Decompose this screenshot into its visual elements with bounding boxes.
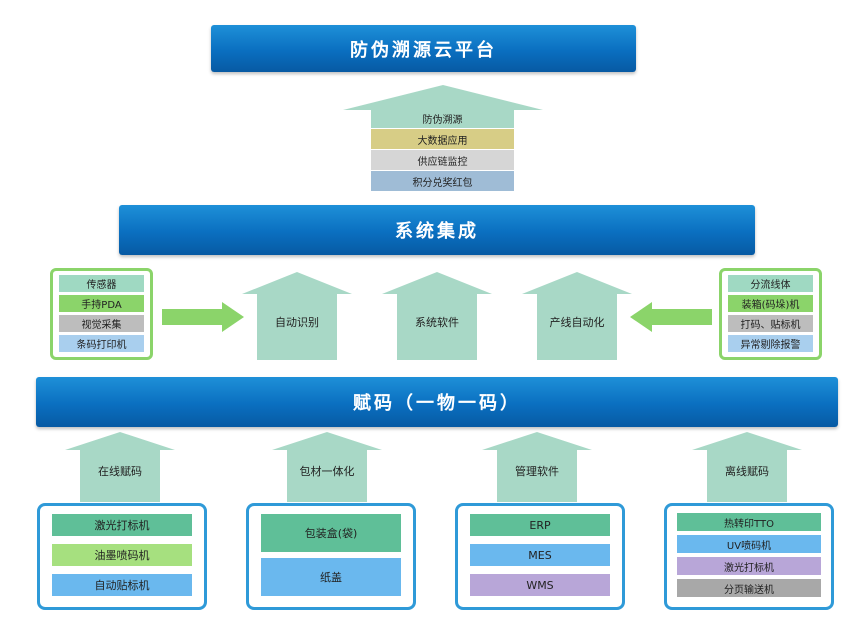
device-item: 油墨喷码机 bbox=[52, 544, 192, 566]
device-item: ERP bbox=[470, 514, 610, 536]
left-arrow-icon bbox=[630, 302, 712, 332]
device-item: 分页输送机 bbox=[677, 579, 821, 597]
stack-item-points: 积分兑奖红包 bbox=[371, 171, 514, 191]
cloud-platform-bar: 防伪溯源云平台 bbox=[211, 25, 636, 72]
coding-title: 赋码（一物一码） bbox=[353, 393, 521, 414]
right-item-packing: 装箱(码垛)机 bbox=[728, 295, 813, 312]
right-arrow-icon bbox=[162, 302, 244, 332]
system-integration-title: 系统集成 bbox=[395, 221, 479, 242]
device-item: 激光打标机 bbox=[52, 514, 192, 536]
middle-arrow-label: 自动识别 bbox=[275, 316, 319, 329]
bottom-arrow-offline: 离线赋码 bbox=[692, 432, 802, 502]
right-item-sorting: 分流线体 bbox=[728, 275, 813, 292]
middle-arrow-software: 系统软件 bbox=[382, 272, 492, 360]
online-coding-box: 激光打标机 油墨喷码机 自动贴标机 bbox=[37, 503, 207, 610]
coding-bar: 赋码（一物一码） bbox=[36, 377, 838, 427]
top-stack: 防伪溯源 大数据应用 供应链监控 积分兑奖红包 bbox=[371, 108, 514, 191]
right-item-reject: 异常剔除报警 bbox=[728, 335, 813, 352]
left-item-vision: 视觉采集 bbox=[59, 315, 144, 332]
device-item: UV喷码机 bbox=[677, 535, 821, 553]
left-item-sensor: 传感器 bbox=[59, 275, 144, 292]
device-item: WMS bbox=[470, 574, 610, 596]
middle-arrow-automation: 产线自动化 bbox=[522, 272, 632, 360]
middle-arrow-auto-id: 自动识别 bbox=[242, 272, 352, 360]
left-device-box: 传感器 手持PDA 视觉采集 条码打印机 bbox=[50, 268, 153, 360]
device-item: 激光打标机 bbox=[677, 557, 821, 575]
left-item-pda: 手持PDA bbox=[59, 295, 144, 312]
bottom-arrow-software: 管理软件 bbox=[482, 432, 592, 502]
top-up-arrow bbox=[343, 85, 543, 110]
bottom-arrow-label: 管理软件 bbox=[515, 465, 559, 478]
middle-arrow-label: 系统软件 bbox=[415, 316, 459, 329]
bottom-arrow-packaging: 包材一体化 bbox=[272, 432, 382, 502]
device-item: 纸盖 bbox=[261, 558, 401, 596]
stack-item-supply-chain: 供应链监控 bbox=[371, 150, 514, 170]
stack-item-anti-fake: 防伪溯源 bbox=[371, 108, 514, 128]
bottom-arrow-label: 包材一体化 bbox=[299, 465, 355, 478]
bottom-arrow-label: 在线赋码 bbox=[98, 465, 142, 478]
packaging-box: 包装盒(袋) 纸盖 bbox=[246, 503, 416, 610]
management-software-box: ERP MES WMS bbox=[455, 503, 625, 610]
stack-item-big-data: 大数据应用 bbox=[371, 129, 514, 149]
device-item: 热转印TTO bbox=[677, 513, 821, 531]
bottom-arrow-label: 离线赋码 bbox=[725, 465, 769, 478]
device-item: 自动贴标机 bbox=[52, 574, 192, 596]
middle-arrow-label: 产线自动化 bbox=[549, 316, 605, 329]
system-integration-bar: 系统集成 bbox=[119, 205, 755, 255]
bottom-arrow-online: 在线赋码 bbox=[65, 432, 175, 502]
left-item-printer: 条码打印机 bbox=[59, 335, 144, 352]
right-device-box: 分流线体 装箱(码垛)机 打码、贴标机 异常剔除报警 bbox=[719, 268, 822, 360]
cloud-platform-title: 防伪溯源云平台 bbox=[350, 39, 497, 61]
device-item: 包装盒(袋) bbox=[261, 514, 401, 552]
right-item-labeling: 打码、贴标机 bbox=[728, 315, 813, 332]
offline-coding-box: 热转印TTO UV喷码机 激光打标机 分页输送机 bbox=[664, 503, 834, 610]
device-item: MES bbox=[470, 544, 610, 566]
